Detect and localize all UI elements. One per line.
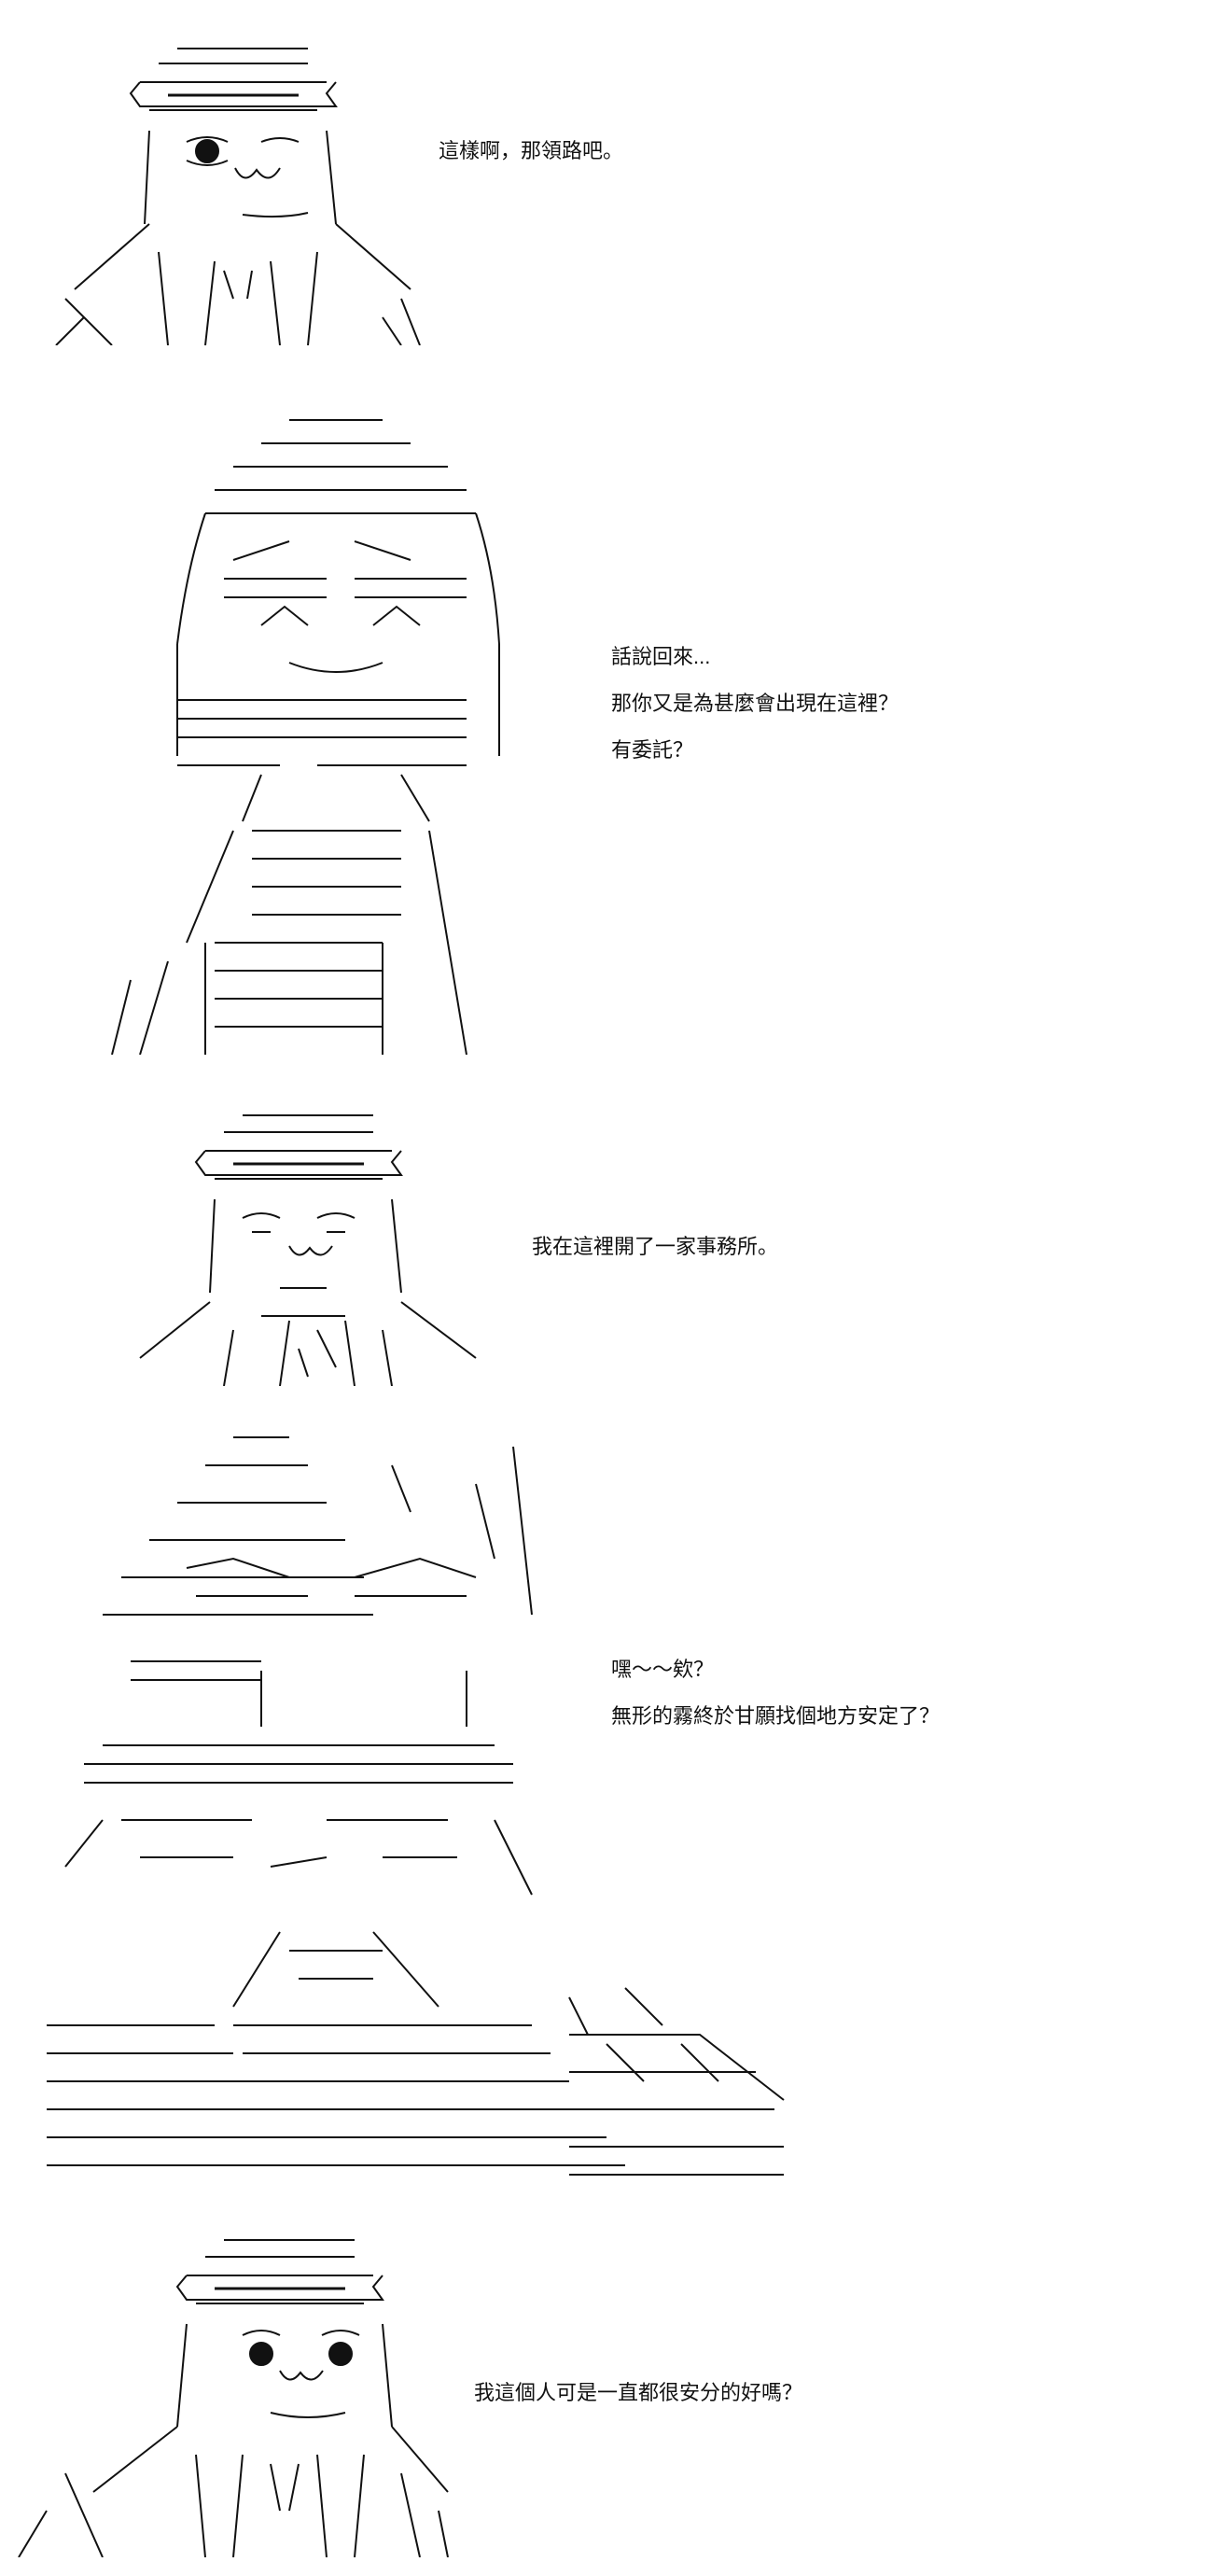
dialogue-line: 我這個人可是一直都很安分的好嗎？	[474, 2381, 803, 2404]
dialogue-2: 話說回來... 那你又是為甚麼會出現在這裡？ 有委託？	[611, 644, 899, 763]
dialogue-3: 我在這裡開了一家事務所。	[532, 1234, 778, 1260]
panel-3: 我在這裡開了一家事務所。	[0, 1106, 1213, 1391]
dialogue-line: 那你又是為甚麼會出現在這裡？	[611, 692, 899, 715]
hat-man-art	[103, 1106, 495, 1386]
panel-2: 話說回來... 那你又是為甚麼會出現在這裡？ 有委託？	[0, 392, 1213, 1055]
hat-man-art	[9, 2231, 457, 2557]
dialogue-5: 我這個人可是一直都很安分的好嗎？	[474, 2380, 802, 2406]
girl-seated-art	[47, 1428, 793, 2193]
dialogue-line: 無形的霧終於甘願找個地方安定了？	[611, 1704, 941, 1728]
girl-art	[75, 401, 560, 1055]
dialogue-1: 這樣啊，那領路吧。	[439, 138, 623, 164]
dialogue-line: 嘿～～欸？	[611, 1658, 715, 1681]
hat-man-art	[28, 37, 439, 345]
dialogue-line: 這樣啊，那領路吧。	[439, 139, 624, 162]
dialogue-4: 嘿～～欸？ 無形的霧終於甘願找個地方安定了？	[611, 1657, 940, 1729]
dialogue-line: 有委託？	[611, 738, 694, 762]
panel-4: 嘿～～欸？ 無形的霧終於甘願找個地方安定了？	[0, 1428, 1213, 2193]
panel-5: 我這個人可是一直都很安分的好嗎？	[0, 2231, 1213, 2557]
dialogue-line: 我在這裡開了一家事務所。	[532, 1235, 779, 1258]
panel-1: 這樣啊，那領路吧。	[0, 37, 1213, 345]
dialogue-line: 話說回來...	[611, 645, 711, 668]
